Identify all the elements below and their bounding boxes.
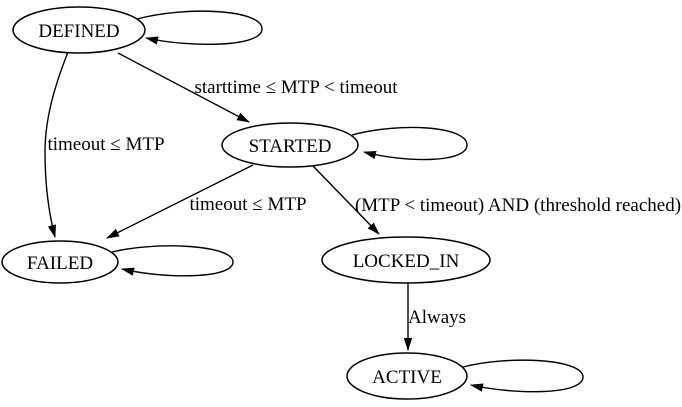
edge-started-to-failed [106, 164, 254, 239]
state-label-active: ACTIVE [372, 367, 442, 388]
edge-defined-to-started [117, 52, 250, 123]
edge-defined-self-loop [136, 10, 263, 46]
edge-started-to-locked-in [312, 165, 380, 235]
state-node-defined: DEFINED [12, 6, 146, 54]
state-node-locked-in: LOCKED_IN [321, 236, 491, 284]
edge-label-timeout-defined-failed: timeout ≤ MTP [47, 134, 164, 155]
edge-label-always: Always [408, 307, 466, 328]
state-ellipse-defined [12, 6, 146, 54]
edge-defined-to-failed [44, 51, 69, 238]
state-node-active: ACTIVE [346, 352, 468, 400]
edge-started-self-loop [351, 126, 468, 161]
state-label-started: STARTED [249, 136, 332, 157]
edge-label-starttime-condition: starttime ≤ MTP < timeout [194, 77, 398, 98]
state-node-started: STARTED [221, 122, 359, 168]
edge-active-self-loop [462, 359, 584, 393]
state-label-defined: DEFINED [38, 21, 119, 42]
state-label-locked-in: LOCKED_IN [353, 251, 460, 272]
edge-label-threshold-condition: (MTP < timeout) AND (threshold reached) [355, 195, 681, 216]
state-ellipse-locked-in [321, 236, 491, 284]
state-ellipse-failed [1, 240, 119, 284]
edge-label-timeout-started-failed: timeout ≤ MTP [189, 194, 306, 215]
state-ellipse-started [221, 122, 359, 168]
state-label-failed: FAILED [27, 253, 93, 274]
state-ellipse-active [346, 352, 468, 400]
state-node-failed: FAILED [1, 240, 119, 284]
edge-failed-self-loop [111, 245, 234, 277]
